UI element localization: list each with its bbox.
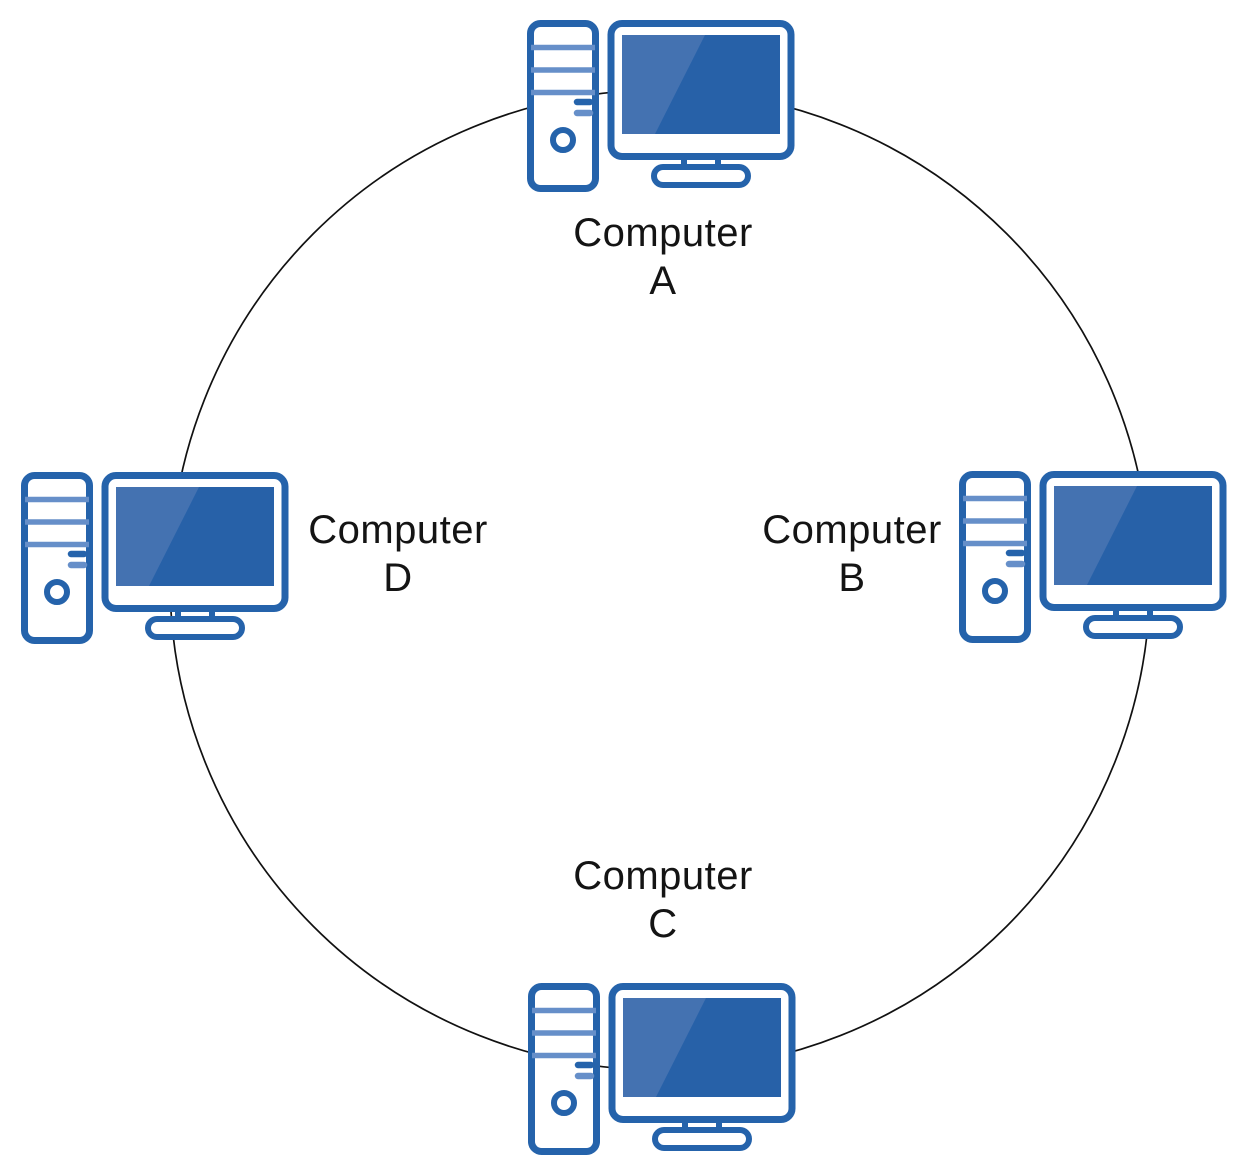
computer-d-letter: D bbox=[383, 556, 413, 600]
computer-a-letter: A bbox=[649, 259, 677, 303]
computer-c-name: Computer bbox=[573, 854, 753, 898]
computer-a-label: Computer A bbox=[537, 209, 789, 305]
computer-d-name: Computer bbox=[308, 508, 488, 552]
computer-b-icon bbox=[959, 471, 1227, 643]
computer-c-label: Computer C bbox=[537, 852, 789, 948]
computer-d-icon bbox=[21, 472, 289, 644]
computer-b-letter: B bbox=[838, 556, 866, 600]
computer-b-name: Computer bbox=[762, 508, 942, 552]
computer-d-label: Computer D bbox=[272, 506, 524, 602]
computer-c-icon bbox=[528, 983, 796, 1155]
computer-c-letter: C bbox=[648, 902, 678, 946]
computer-a-name: Computer bbox=[573, 211, 753, 255]
computer-b-label: Computer B bbox=[726, 506, 978, 602]
computer-a-icon bbox=[527, 20, 795, 192]
